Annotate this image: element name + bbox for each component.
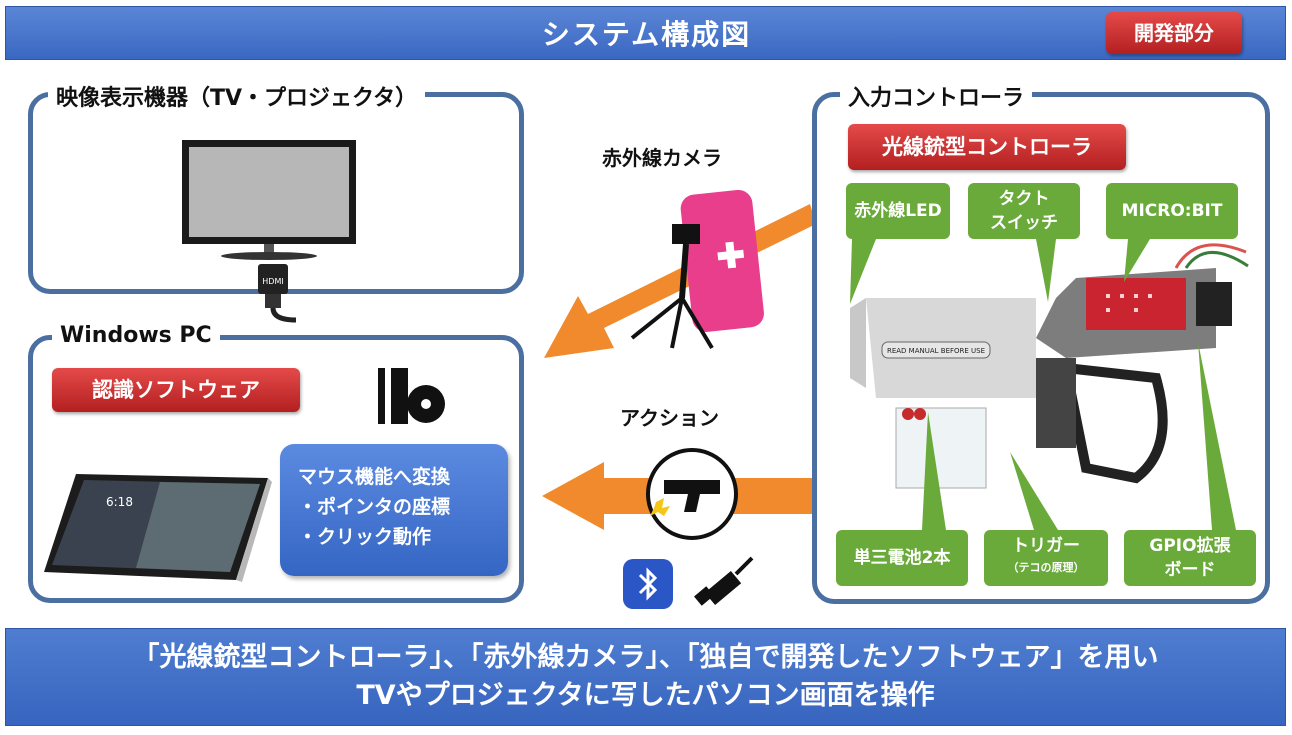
tact-line1: タクト [998,189,1050,209]
gun-action-icon [644,446,740,542]
tablet-pc-icon: 6:18 [40,468,272,590]
hdmi-connector-icon: HDMI [248,262,298,324]
page-title: システム構成図 [541,18,752,51]
controller-panel-title: 入力コントローラ [840,80,1033,112]
camera-label: 赤外線カメラ [602,146,722,170]
software-disc-icon [376,366,446,428]
title-bar: システム構成図 [5,6,1286,60]
light-gun-controller-icon: READ MANUAL BEFORE USE [836,238,1256,508]
tablet-time: 6:18 [106,495,133,509]
bluetooth-icon [622,558,674,610]
gpio-line2: ボード [1164,560,1216,580]
tv-icon [180,138,360,263]
wii-remote-camera-icon [612,188,772,352]
usb-cable-icon [692,556,754,612]
callout-trigger: トリガー （テコの原理） [984,530,1108,586]
callout-tact-switch: タクト スイッチ [968,183,1080,239]
gpio-line1: GPIO拡張 [1149,536,1231,556]
footer-line2: TVやプロジェクタに写したパソコン画面を操作 [356,680,935,711]
light-gun-badge: 光線銃型コントローラ [848,124,1126,170]
footer-line1: 「光線銃型コントローラ」、「赤外線カメラ」、「独自で開発したソフトウェア」を用い [132,642,1159,673]
footer-summary: 「光線銃型コントローラ」、「赤外線カメラ」、「独自で開発したソフトウェア」を用い… [5,628,1286,726]
conversion-item-pointer: ・ポインタの座標 [298,496,451,518]
action-label: アクション [620,406,719,430]
tact-line2: スイッチ [990,213,1058,233]
callout-gpio: GPIO拡張 ボード [1124,530,1256,586]
dev-part-badge: 開発部分 [1106,12,1242,54]
display-panel-title: 映像表示機器（TV・プロジェクタ） [48,80,426,112]
conversion-item-click: ・クリック動作 [298,526,432,548]
callout-battery: 単三電池2本 [836,530,968,586]
hdmi-label: HDMI [262,277,283,286]
trigger-note: （テコの原理） [1007,561,1085,574]
callout-pointers [812,92,1270,604]
sticker-text: READ MANUAL BEFORE USE [887,347,985,355]
software-badge: 認識ソフトウェア [52,368,300,412]
conversion-title: マウス機能へ変換 [298,466,451,488]
callout-microbit: MICRO:BIT [1106,183,1238,239]
pc-panel-title: Windows PC [52,323,220,348]
callout-ir-led: 赤外線LED [846,183,950,239]
trigger-label: トリガー [1012,536,1080,556]
mouse-conversion-box: マウス機能へ変換 ・ポインタの座標 ・クリック動作 [280,444,508,576]
